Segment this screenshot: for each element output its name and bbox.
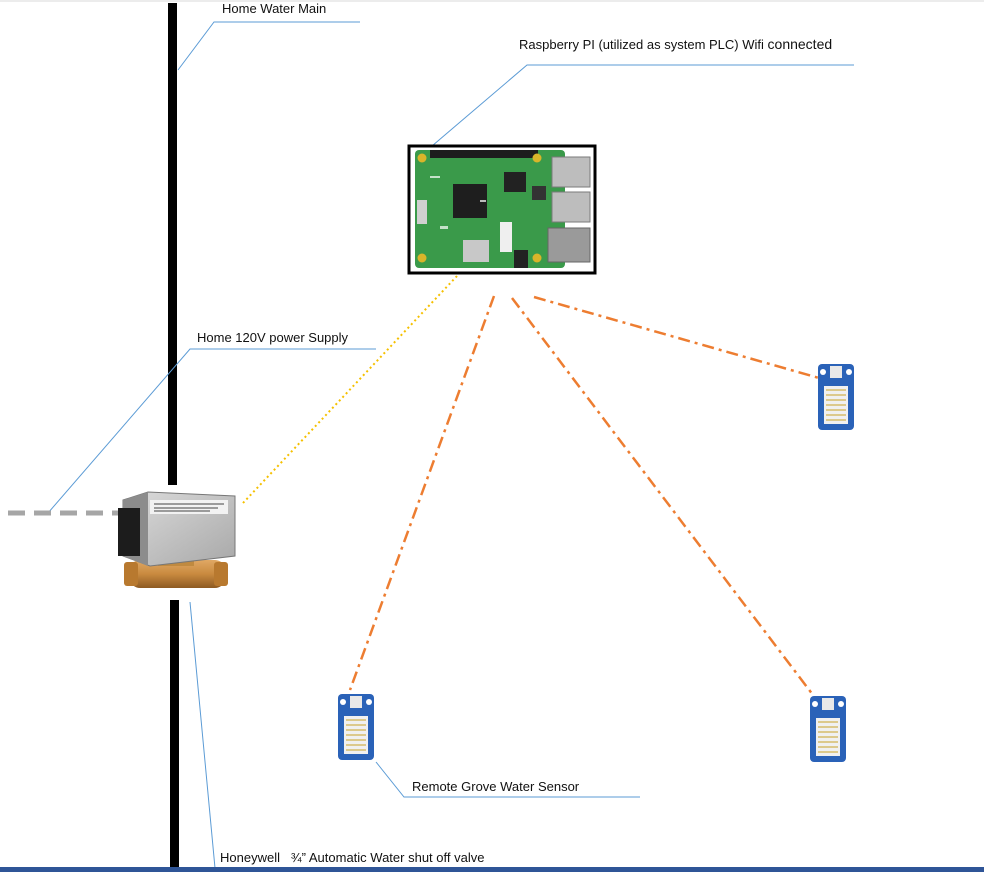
leader-power-supply [47, 348, 376, 514]
water-sensor-left-icon [338, 694, 374, 760]
label-water-main: Home Water Main [222, 1, 327, 16]
label-raspberry-pi: Raspberry PI (utilized as system PLC) Wi… [519, 36, 832, 53]
water-sensor-bottom-right-icon [810, 696, 846, 762]
label-raspberry-pi-text: Raspberry PI (utilized as system PLC) Wi… [519, 37, 764, 52]
pi-valve-link [242, 275, 458, 504]
leader-water-main [177, 21, 360, 71]
wireless-link-sensor-top-right [533, 295, 820, 380]
wireless-link-sensor-left [348, 295, 496, 691]
water-main-pipe-upper [168, 3, 177, 485]
label-raspberry-pi-connected: connected [767, 36, 833, 52]
leader-sensor [375, 761, 640, 798]
label-power-supply: Home 120V power Supply [197, 330, 349, 345]
label-valve: Honeywell ¾” Automatic Water shut off va… [220, 850, 485, 865]
raspberry-pi-icon [407, 144, 597, 275]
water-main-pipe-lower [170, 600, 179, 870]
leader-raspberry-pi [431, 64, 854, 147]
label-water-sensor: Remote Grove Water Sensor [412, 779, 580, 794]
bottom-frame-bar [0, 867, 984, 872]
wireless-link-sensor-bottom-right [511, 297, 814, 696]
water-sensor-top-right-icon [818, 364, 854, 430]
honeywell-valve-icon [118, 491, 236, 588]
